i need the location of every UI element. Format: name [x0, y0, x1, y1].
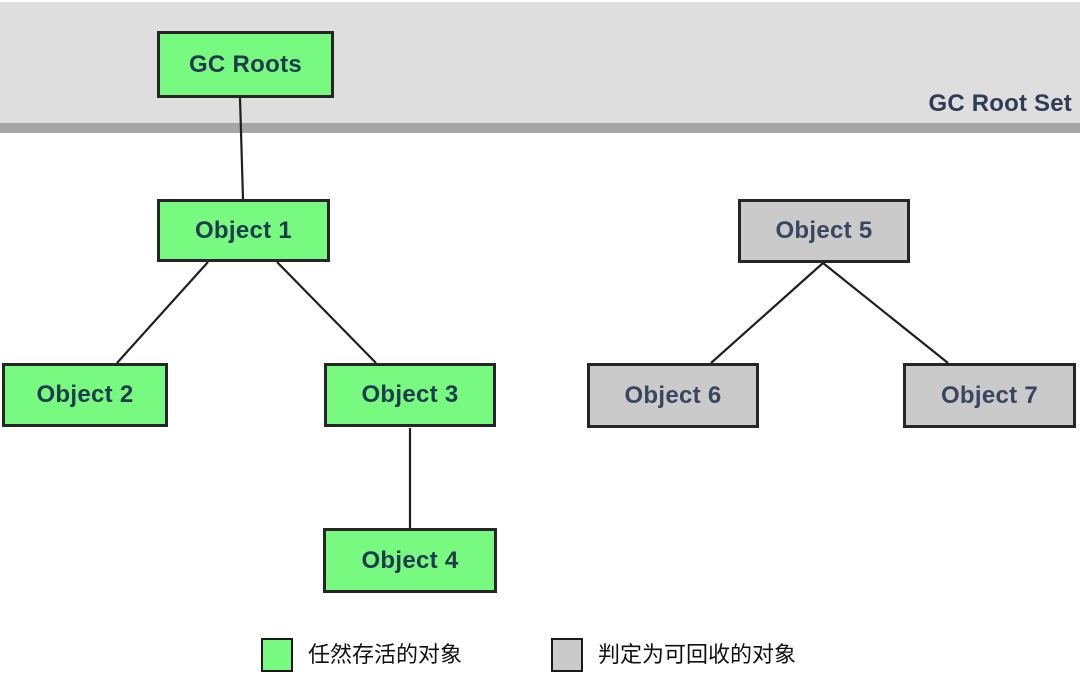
node-object-2: Object 2 — [2, 363, 168, 427]
node-gc-roots: GC Roots — [157, 31, 334, 98]
node-object-7: Object 7 — [903, 363, 1076, 428]
node-object-4: Object 4 — [323, 528, 497, 593]
edge-object-5-to-object-7 — [822, 262, 949, 364]
node-object-1: Object 1 — [157, 199, 330, 262]
legend-item-collectable: 判定为可回收的对象 — [551, 636, 796, 674]
legend-label-alive: 任然存活的对象 — [308, 642, 463, 667]
node-object-6: Object 6 — [587, 363, 759, 428]
collectable-swatch — [551, 638, 583, 672]
gc-root-set-label: GC Root Set — [928, 90, 1072, 117]
node-object-5: Object 5 — [738, 199, 910, 263]
gc-root-set-band-edge — [0, 123, 1080, 133]
legend-label-collectable: 判定为可回收的对象 — [598, 642, 797, 667]
node-object-3: Object 3 — [324, 363, 496, 427]
edge-gc-roots-to-object-1 — [238, 97, 245, 200]
edge-object-1-to-object-3 — [276, 261, 377, 364]
legend-item-alive: 任然存活的对象 — [261, 636, 462, 674]
alive-swatch — [261, 638, 293, 672]
edge-object-5-to-object-6 — [710, 262, 824, 364]
edge-object-1-to-object-2 — [116, 261, 209, 364]
